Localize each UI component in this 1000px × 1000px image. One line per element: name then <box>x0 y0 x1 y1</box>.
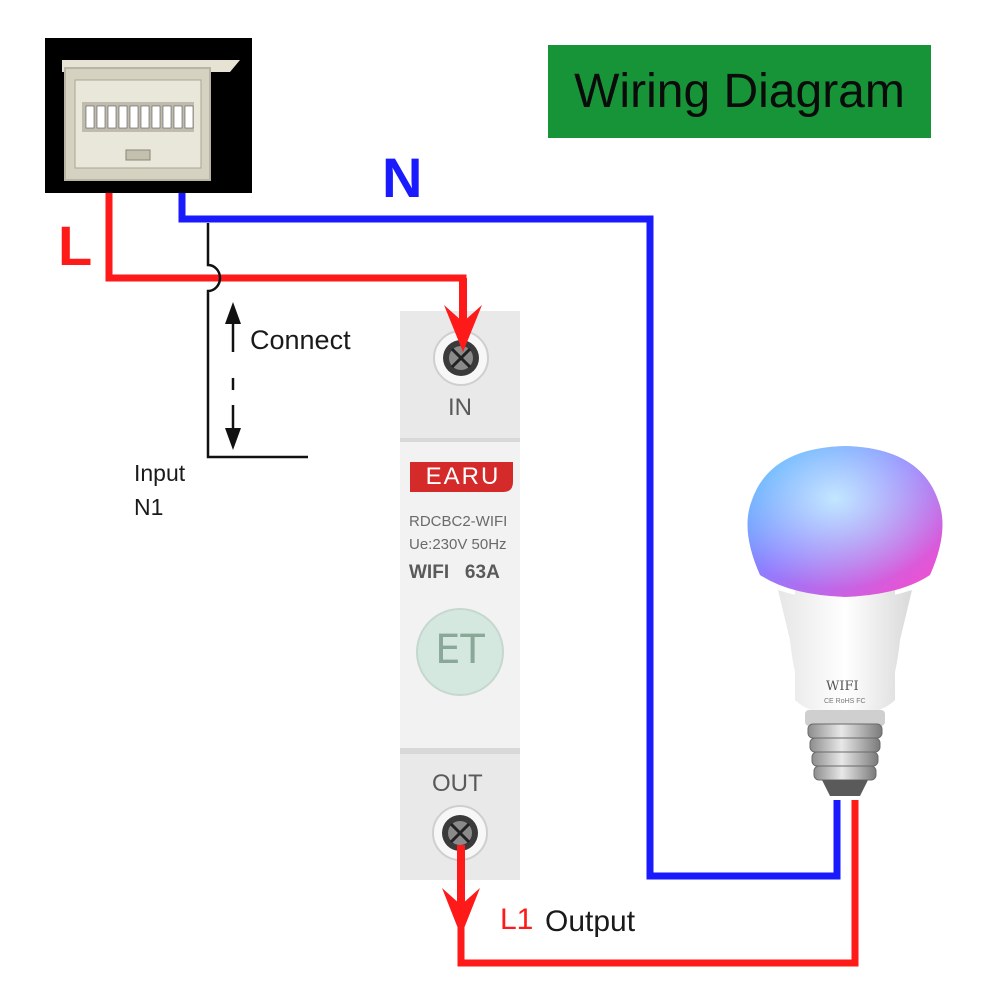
neutral-label: N <box>382 146 423 209</box>
live-arrow-out <box>442 845 480 936</box>
page-title: Wiring Diagram <box>574 65 905 118</box>
title-banner: Wiring Diagram <box>548 45 931 138</box>
distribution-box-icon <box>45 38 252 193</box>
live-arrow-in <box>444 278 482 352</box>
bulb-wifi-label: WIFI <box>826 679 859 694</box>
double-arrow-icon <box>225 302 241 450</box>
spec-label: WIFI 63A <box>409 562 500 583</box>
device-button-glyph[interactable]: ET <box>435 627 485 673</box>
brand-logo: EARU <box>425 463 501 490</box>
model-label: RDCBC2-WIFI <box>409 513 508 530</box>
output-prefix-label: L1 <box>500 903 534 936</box>
input-n1-label: N1 <box>134 494 164 520</box>
in-terminal-label: IN <box>448 394 472 421</box>
output-label: Output <box>545 905 636 938</box>
bulb-marks-label: CE RoHS FC <box>824 698 866 705</box>
rating-label: Ue:230V 50Hz <box>409 536 507 553</box>
terminal-screw-icon <box>433 330 489 386</box>
live-label: L <box>58 214 93 277</box>
live-wire-in <box>105 193 467 330</box>
connect-label: Connect <box>250 325 351 355</box>
light-bulb-icon <box>747 446 943 796</box>
out-terminal-label: OUT <box>432 770 483 797</box>
input-n1-wire <box>206 223 308 459</box>
input-label: Input <box>134 460 186 486</box>
neutral-wire <box>178 193 841 880</box>
live-wire-out <box>457 800 859 967</box>
